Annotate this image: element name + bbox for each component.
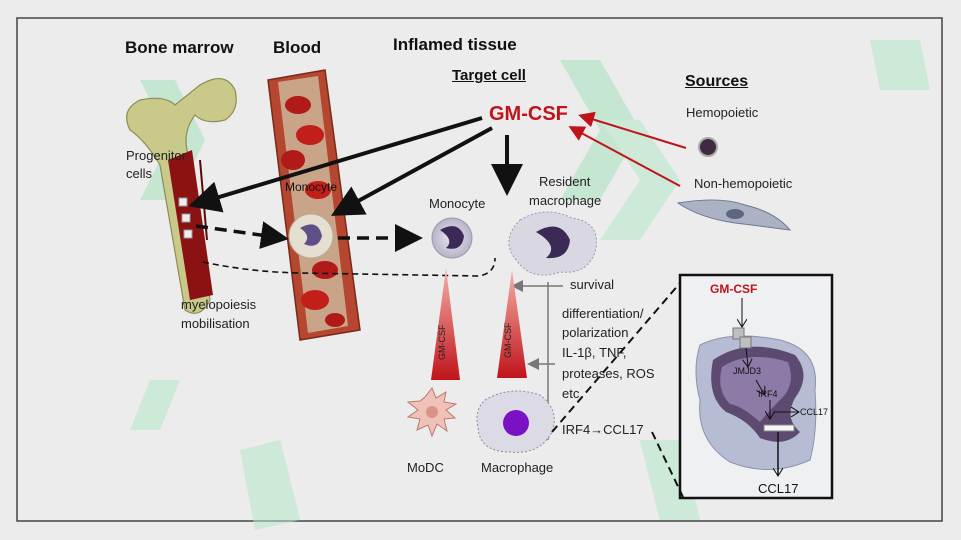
inset-arrow-irf4 (755, 379, 764, 394)
myelopoiesis-label-2: mobilisation (181, 316, 250, 331)
gmcsf-gradient-left (431, 268, 460, 380)
dashed-arrow-marrow-to-blood (195, 221, 289, 249)
wedge-label-left: GM-CSF (437, 324, 447, 361)
zoom-line-top (551, 282, 681, 433)
blood-vessel (267, 69, 361, 341)
source-non-hemopoietic: Non-hemopoietic (694, 176, 793, 191)
header-sources: Sources (685, 73, 749, 90)
arrow-gmcsf-to-bone (188, 116, 483, 213)
effect-line-4: proteases, ROS (562, 366, 655, 381)
effect-line-1: differentiation/ (562, 306, 644, 321)
inset-ccl17-small-label: CCL17 (800, 407, 829, 417)
arrow-non-hemopoietic (568, 126, 681, 187)
femur-bone (126, 78, 237, 314)
figure-frame (16, 17, 943, 522)
macrophage-cell (476, 390, 555, 453)
myelopoiesis-label-1: myelopoiesis (181, 297, 257, 312)
fibroblast-cell (676, 199, 792, 231)
header-target-cell: Target cell (452, 67, 526, 84)
inset-cell (695, 327, 817, 470)
inset-jmjd3-label: JMJD3 (733, 366, 762, 376)
header-blood: Blood (273, 38, 322, 57)
blood-monocyte-label: Monocyte (285, 180, 338, 194)
resident-macrophage (508, 211, 597, 276)
header-bone-marrow: Bone marrow (125, 38, 234, 57)
progenitor-label-1: Progenitor (126, 148, 186, 163)
modc-label: MoDC (407, 460, 444, 475)
effect-line-5: etc. (562, 386, 583, 401)
source-hemopoietic: Hemopoietic (686, 105, 759, 120)
wedge-label-right: GM-CSF (503, 322, 513, 359)
header-inflamed-tissue: Inflamed tissue (393, 35, 517, 54)
effect-line-2: polarization (562, 325, 629, 340)
macrophage-label: Macrophage (481, 460, 554, 475)
hemopoietic-cell (698, 137, 718, 157)
arrow-hemopoietic (578, 111, 687, 149)
inset-ccl17-output-label: CCL17 (758, 481, 799, 496)
progenitor-label-2: cells (126, 166, 153, 181)
survival-label: survival (570, 277, 615, 292)
gmcsf-label: GM-CSF (489, 103, 568, 125)
modc-cell (406, 387, 458, 438)
irf4-ccl17-label: IRF4→CCL17 (562, 422, 644, 437)
inset-arrow-jmjd3 (746, 347, 748, 366)
tissue-monocyte (431, 217, 473, 259)
tissue-monocyte-label: Monocyte (429, 196, 486, 211)
resident-label-1: Resident (539, 174, 591, 189)
inset-irf4-label: IRF4 (758, 389, 778, 399)
arrow-gmcsf-to-blood (330, 126, 493, 216)
inset-gmcsf-label: GM-CSF (710, 282, 758, 296)
gmcsf-gradient-right (497, 270, 527, 378)
dashed-feedback-line (202, 257, 496, 277)
effect-line-3: IL-1β, TNF, (562, 345, 627, 360)
resident-label-2: macrophage (529, 193, 602, 208)
